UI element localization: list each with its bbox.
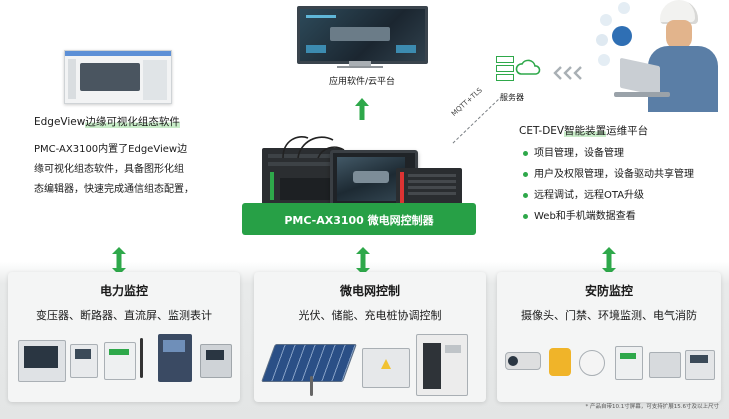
edgeview-desc-line: 缘可视化组态软件，具备图形化组 [34, 164, 184, 175]
panel-power-monitoring: 电力监控 变压器、断路器、直流屏、监测表计 [8, 272, 240, 402]
controller-banner: PMC-AX3100 微电网控制器 [242, 203, 476, 235]
platform-title-prefix: CET-DEV [519, 125, 565, 137]
platform-bullet: 远程调试，远程OTA升级 [523, 186, 644, 201]
controller-label: PMC-AX3100 微电网控制器 [284, 214, 434, 227]
mqtt-link-line [451, 95, 503, 145]
cloud-platform-label: 应用软件/云平台 [328, 77, 396, 87]
charging-pile-device [416, 334, 468, 396]
edgeview-title-prefix: EdgeView [34, 116, 86, 128]
env-sensor-device [615, 346, 643, 380]
bullet-dot-icon [523, 192, 528, 198]
din-meter-device [104, 342, 136, 380]
up-arrow-icon [355, 98, 369, 120]
platform-bullet-text: 远程调试，远程OTA升级 [534, 190, 645, 201]
double-arrow-icon [112, 247, 126, 275]
fire-monitor-device [685, 350, 715, 380]
platform-title-suffix: 运维平台 [606, 125, 649, 137]
platform-bullet-text: 项目管理，设备管理 [534, 148, 624, 159]
antenna-device [140, 338, 143, 378]
panel-title: 电力监控 [99, 284, 148, 298]
panel-microgrid-control: 微电网控制 光伏、储能、充电桩协调控制 [254, 272, 486, 402]
smoke-detector-device [579, 350, 605, 376]
power-meter-device [18, 340, 66, 382]
platform-bullet: Web和手机端数据查看 [523, 207, 636, 222]
edgeview-screenshot [64, 50, 172, 104]
platform-bullet-text: 用户及权限管理，设备驱动共享管理 [534, 169, 694, 180]
platform-bullet: 用户及权限管理，设备驱动共享管理 [523, 165, 694, 180]
camera-device [505, 352, 541, 370]
access-control-device [649, 352, 681, 378]
panel-title: 微电网控制 [339, 284, 400, 298]
platform-title-highlight: 智能装置 [564, 125, 607, 137]
cloud-platform-monitor [297, 6, 428, 68]
panel-title: 安防监控 [584, 284, 633, 298]
bullet-dot-icon [523, 150, 528, 156]
solar-panel-pole [310, 376, 313, 396]
double-arrow-icon [356, 247, 370, 275]
cloud-icon [515, 59, 541, 75]
panel-subtitle: 摄像头、门禁、环境监测、电气消防 [521, 309, 697, 322]
antenna-cables-icon [282, 136, 345, 159]
gas-detector-device [549, 348, 571, 376]
protection-relay-device [158, 334, 192, 382]
panel-subtitle: 光伏、储能、充电桩协调控制 [298, 309, 442, 322]
edgeview-desc-line: 态编辑器，快速完成通信组态配置， [34, 184, 194, 195]
storage-cabinet-device [362, 348, 410, 388]
double-arrow-icon [602, 247, 616, 275]
server-icon [496, 56, 514, 82]
panel-subtitle: 变压器、断路器、直流屏、监测表计 [36, 309, 212, 322]
controller-box-left [262, 148, 342, 208]
platform-bullet: 项目管理，设备管理 [523, 144, 624, 159]
server-label: 服务器 [500, 93, 524, 102]
panel-meter-device [200, 344, 232, 378]
edgeview-title: EdgeView边缘可视化组态软件 [34, 114, 180, 129]
chevrons-left-icon [553, 66, 582, 80]
engineer-illustration [590, 0, 726, 112]
platform-title: CET-DEV智能装置运维平台 [519, 123, 648, 138]
edgeview-desc-line: PMC-AX3100内置了EdgeView边 [34, 144, 188, 155]
footnote: * 产品自带10.1寸屏幕，可支持扩展15.6寸及以上尺寸 [585, 404, 720, 410]
edgeview-title-highlight: 边缘可视化组态软件 [85, 116, 180, 128]
solar-panel-device [261, 344, 357, 382]
platform-bullet-text: Web和手机端数据查看 [534, 211, 636, 222]
bullet-dot-icon [523, 171, 528, 177]
bullet-dot-icon [523, 213, 528, 219]
meter-device [70, 344, 98, 378]
edgeview-description: PMC-AX3100内置了EdgeView边 缘可视化组态软件，具备图形化组 态… [34, 140, 194, 200]
panel-security-monitoring: 安防监控 摄像头、门禁、环境监测、电气消防 [497, 272, 721, 402]
